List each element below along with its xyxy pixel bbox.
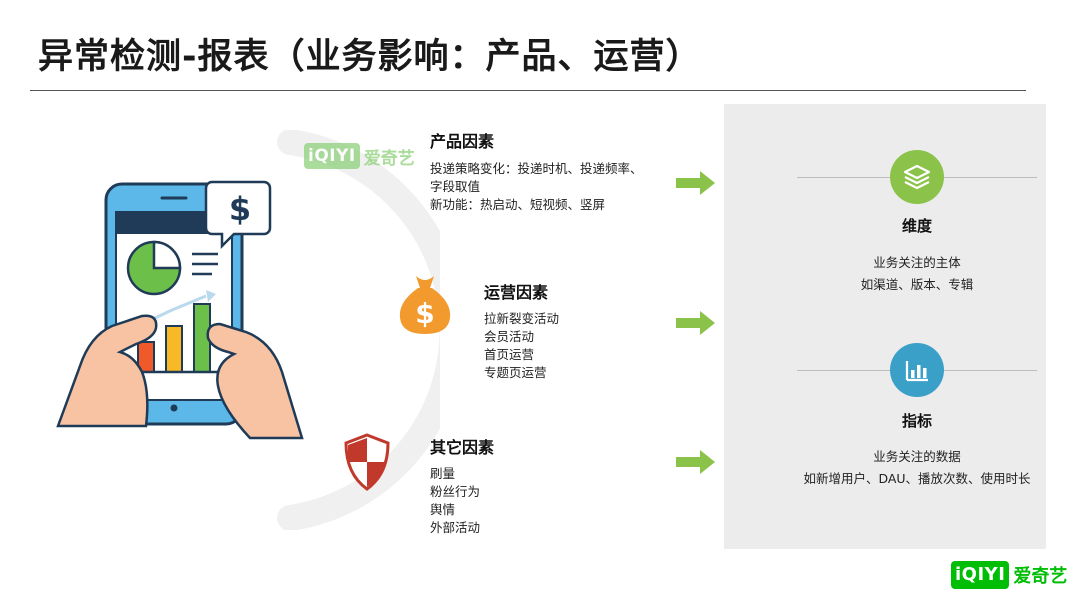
phone-report-icon: $ [56, 180, 304, 440]
page-title: 异常检测-报表（业务影响：产品、运营） [38, 37, 702, 77]
iqiyi-logo-word: 爱奇艺 [363, 148, 415, 169]
factor-line: 刷量 [430, 466, 456, 481]
svg-text:$: $ [415, 297, 434, 330]
factor-lines-operation: 拉新裂变活动 会员活动 首页运营 专题页运营 [484, 310, 559, 382]
impact-panel [724, 104, 1046, 549]
arrow-right-icon [676, 171, 715, 195]
arrow-right-icon [676, 450, 715, 474]
factor-lines-product: 投递策略变化：投递时机、投递频率、 字段取值 新功能：热启动、短视频、竖屏 [430, 160, 643, 214]
factor-title-other: 其它因素 [430, 438, 495, 457]
factor-line: 新功能：热启动、短视频、竖屏 [430, 197, 606, 212]
factor-line: 首页运营 [484, 347, 535, 362]
dimension-line: 业务关注的主体 [873, 255, 961, 270]
metric-heading: 指标 [901, 412, 932, 430]
factor-line: 拉新裂变活动 [484, 311, 560, 326]
iqiyi-logo-mark: iQIYI [951, 561, 1010, 589]
iqiyi-logo-word: 爱奇艺 [1013, 566, 1068, 587]
factor-line: 舆情 [430, 502, 456, 517]
metric-line: 如新增用户、DAU、播放次数、使用时长 [803, 471, 1031, 486]
dimension-line: 如渠道、版本、专辑 [860, 277, 974, 292]
metric-line: 业务关注的数据 [873, 449, 961, 464]
factor-line: 外部活动 [430, 520, 481, 535]
title-divider [30, 90, 1026, 91]
layers-icon [890, 150, 944, 204]
arrow-right-icon [676, 311, 715, 335]
shield-icon [344, 433, 390, 491]
iqiyi-logo: iQIYI 爱奇艺 [304, 143, 415, 169]
currency-symbol: $ [229, 190, 251, 228]
factor-line: 投递策略变化：投递时机、投递频率、 [430, 161, 643, 176]
iqiyi-logo: iQIYI 爱奇艺 [951, 561, 1067, 589]
dimension-heading: 维度 [901, 217, 932, 235]
iqiyi-logo-mark: iQIYI [304, 143, 360, 169]
factor-line: 粉丝行为 [430, 484, 481, 499]
bar-chart-icon [890, 343, 944, 397]
factor-title-product: 产品因素 [430, 132, 495, 151]
factor-lines-other: 刷量 粉丝行为 舆情 外部活动 [430, 465, 480, 537]
factor-line: 会员活动 [484, 329, 535, 344]
money-bag-icon: $ [399, 276, 451, 334]
factor-line: 字段取值 [430, 179, 481, 194]
factor-line: 专题页运营 [484, 365, 547, 380]
factor-title-operation: 运营因素 [484, 283, 549, 302]
